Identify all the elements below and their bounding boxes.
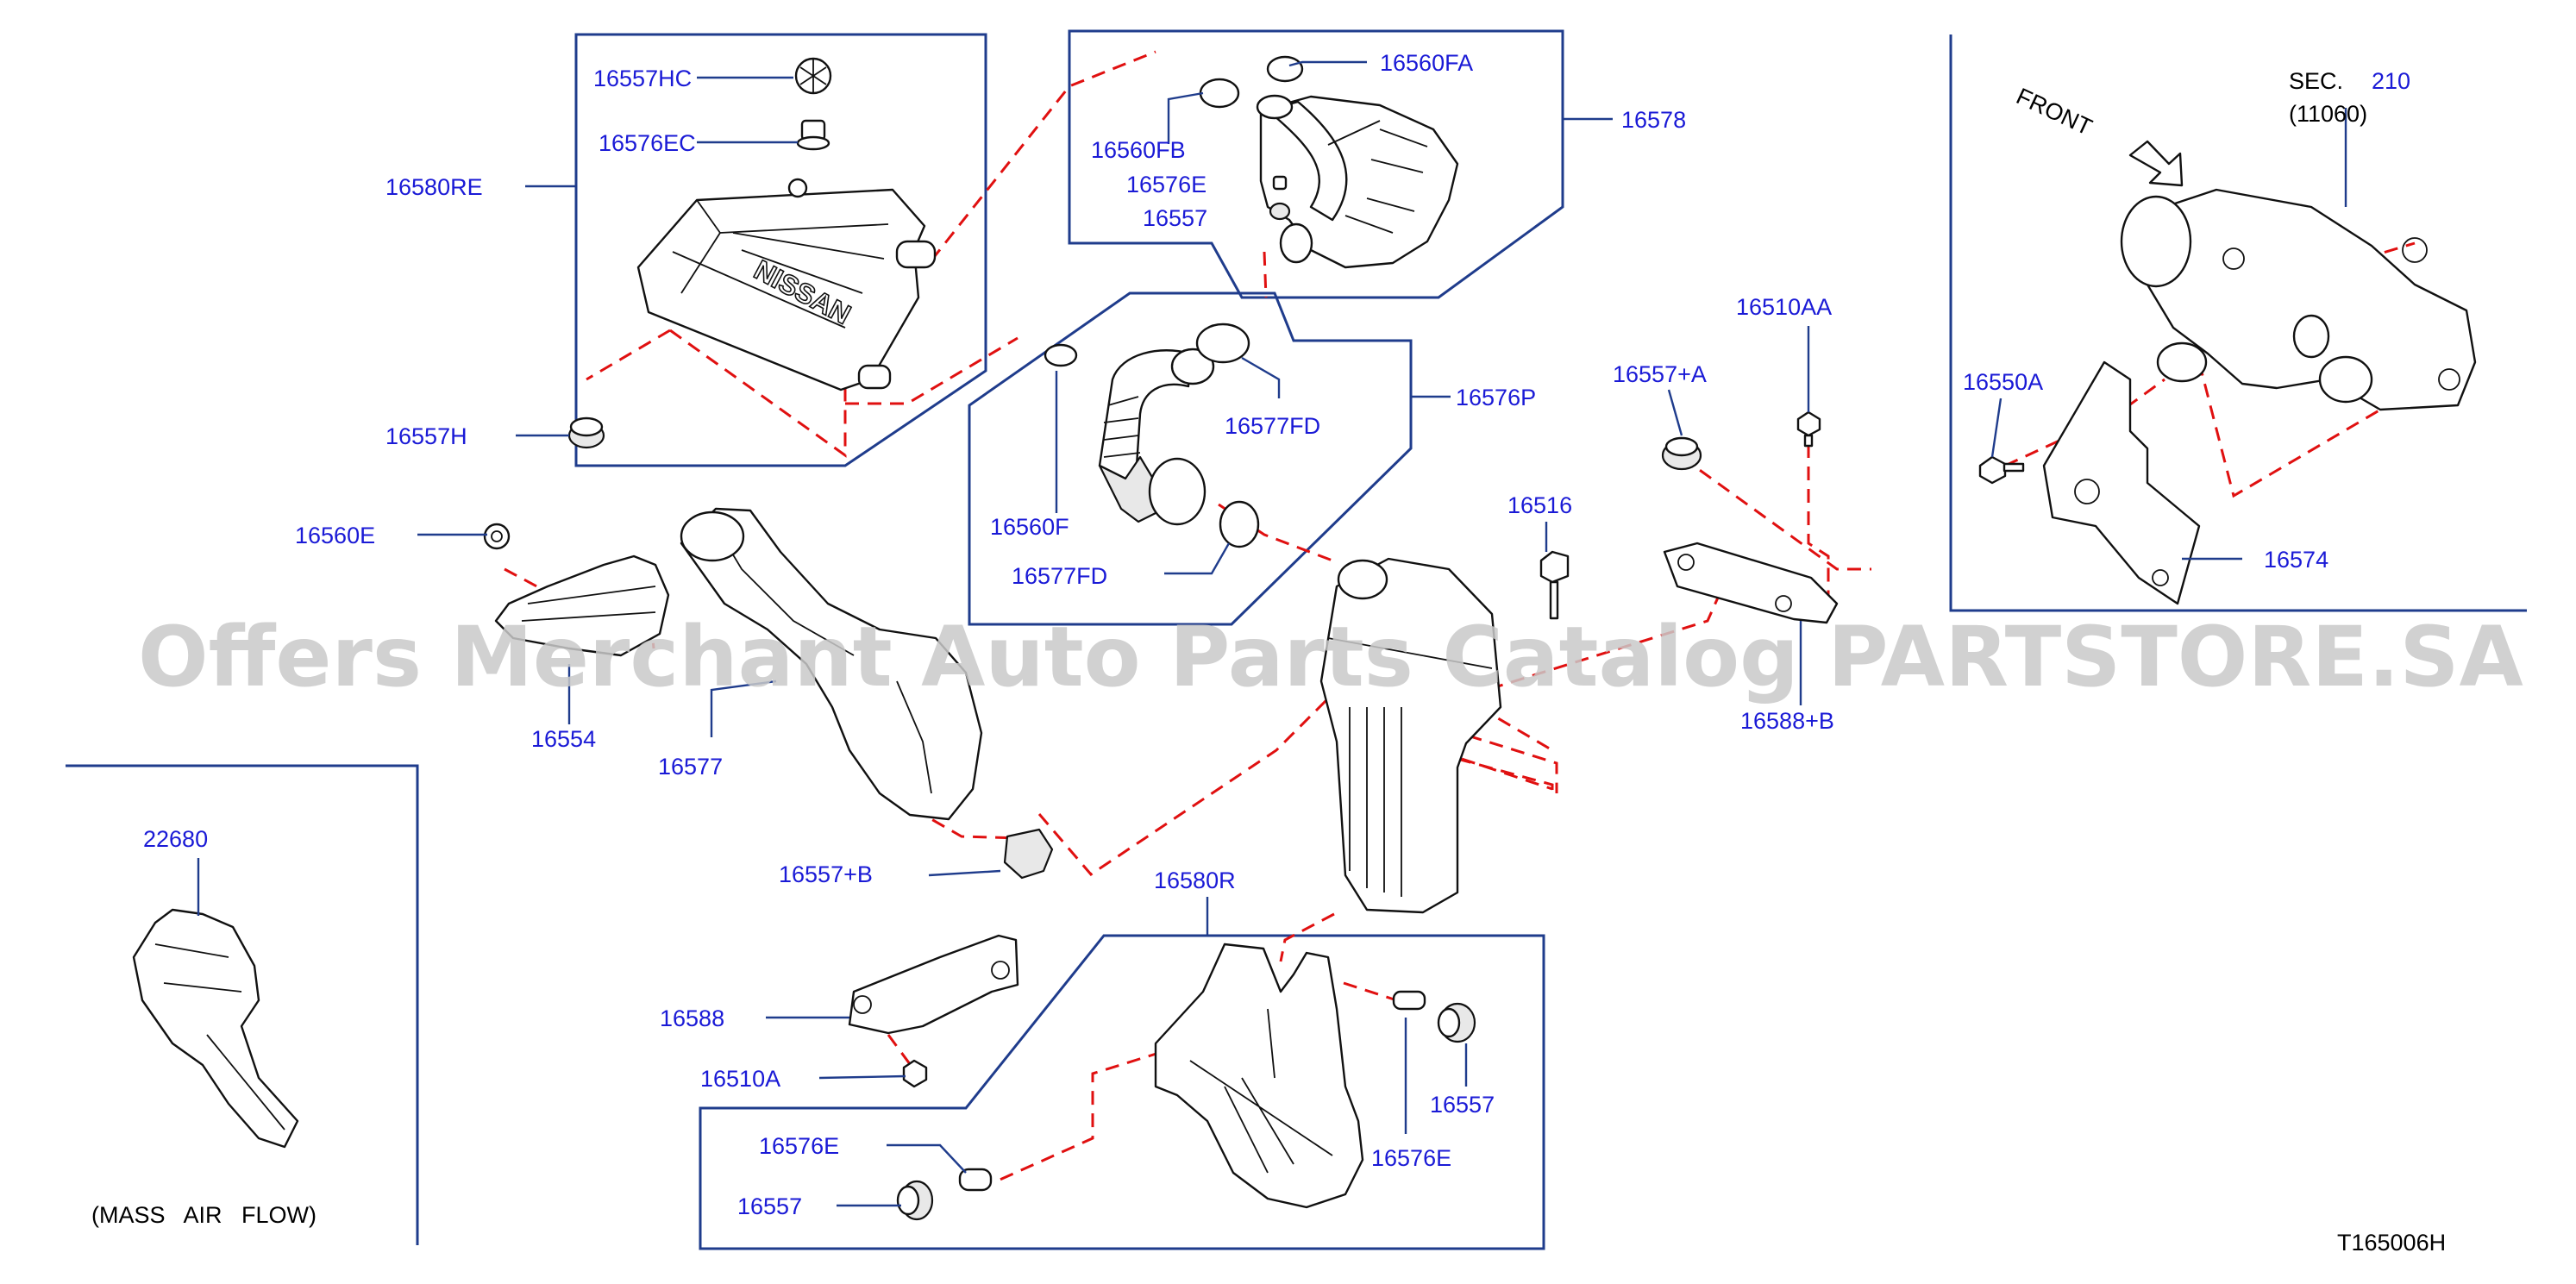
grommet-16557-top (1269, 202, 1291, 221)
part-label-16577[interactable]: 16577 (658, 754, 723, 780)
bolt-16516 (1539, 550, 1570, 620)
inlet-duct (1098, 348, 1215, 526)
part-label-16560E[interactable]: 16560E (295, 523, 375, 548)
front-arrow-icon (2128, 140, 2184, 187)
part-label-16576E-mid[interactable]: 16576E (1371, 1145, 1451, 1171)
air-cleaner-cover: NISSAN (636, 178, 937, 391)
part-label-16588B[interactable]: 16588+B (1740, 708, 1834, 734)
bolt-16510AA (1796, 410, 1821, 448)
frame-inlet-duct (968, 291, 1413, 626)
part-label-16560FA[interactable]: 16560FA (1380, 50, 1473, 76)
part-label-16516[interactable]: 16516 (1507, 492, 1572, 518)
front-label: FRONT (2012, 83, 2096, 140)
frame-air-cleaner-cover (574, 33, 987, 467)
maf-caption: (MASS AIR FLOW) (91, 1202, 317, 1228)
part-label-16557-right[interactable]: 16557 (1430, 1092, 1495, 1118)
part-label-16560F[interactable]: 16560F (990, 514, 1069, 540)
part-label-16560FB[interactable]: 16560FB (1091, 137, 1186, 163)
leader-lines (197, 60, 2347, 1207)
hose-clamp-16560FB (1199, 78, 1240, 109)
bracket-16588B (1663, 542, 1839, 624)
lower-resonator (1154, 943, 1364, 1209)
part-label-16578[interactable]: 16578 (1621, 107, 1686, 133)
grommet-16557-right (1437, 1002, 1476, 1043)
air-duct-16577 (680, 507, 983, 821)
section-number[interactable]: 210 (2372, 68, 2410, 94)
drawing-id: T165006H (2337, 1230, 2446, 1256)
part-label-16577FD-bot[interactable]: 16577FD (1012, 563, 1107, 589)
section-sub: (11060) (2289, 101, 2367, 127)
part-label-16510A[interactable]: 16510A (700, 1066, 780, 1092)
part-label-16557H[interactable]: 16557H (385, 423, 467, 449)
part-label-16580RE[interactable]: 16580RE (385, 174, 483, 200)
cover-clip-16557HC (794, 57, 832, 95)
grommet-16576E-top (1272, 175, 1288, 191)
part-label-22680[interactable]: 22680 (143, 826, 208, 852)
hose-clamp-16577FD-bot (1219, 500, 1260, 548)
heat-shield-16554 (494, 554, 670, 657)
part-label-16574[interactable]: 16574 (2264, 547, 2328, 573)
part-label-16576E-top[interactable]: 16576E (1126, 172, 1207, 197)
part-label-16557HC[interactable]: 16557HC (593, 66, 692, 91)
maf-sensor (132, 908, 299, 1149)
bracket-16574 (2042, 360, 2201, 605)
part-label-16588[interactable]: 16588 (660, 1005, 724, 1031)
grommet-16557B (1003, 828, 1054, 880)
hose-clamp-16560FA (1266, 55, 1304, 83)
hose-clamp-16560F (1044, 343, 1078, 367)
frame-resonator-hose (1068, 29, 1564, 299)
frame-section-ref (1949, 34, 2527, 612)
part-label-16510AA[interactable]: 16510AA (1736, 294, 1832, 320)
grommet-16557-bot (896, 1180, 934, 1221)
grommet-16557A (1661, 436, 1702, 471)
part-label-16557-top[interactable]: 16557 (1143, 205, 1207, 231)
section-prefix: SEC. (2289, 68, 2343, 94)
part-label-16554[interactable]: 16554 (531, 726, 596, 752)
bracket-16588 (848, 934, 1019, 1035)
air-cleaner-body (1319, 557, 1502, 914)
part-label-16557A[interactable]: 16557+A (1613, 361, 1707, 387)
part-label-16576P[interactable]: 16576P (1456, 385, 1536, 410)
grommet-16557H (567, 417, 605, 449)
part-label-16580R[interactable]: 16580R (1154, 867, 1236, 893)
part-label-16577FD-top[interactable]: 16577FD (1225, 413, 1320, 439)
part-label-16576E-bot[interactable]: 16576E (759, 1133, 839, 1159)
part-labels: 16557HC 16576EC 16580RE 16557H 16560FA 1… (143, 50, 2328, 1219)
watermark: Offers Merchant Auto Parts Catalog PARTS… (138, 609, 2523, 705)
resonator-hose (1256, 94, 1459, 269)
grommet-16576E-bot (958, 1168, 993, 1192)
part-label-16557B[interactable]: 16557+B (779, 861, 873, 887)
part-label-16557-bot[interactable]: 16557 (737, 1193, 802, 1219)
group-frames (66, 29, 2527, 1250)
section-ref-manifold (2120, 188, 2477, 411)
bolt-16510A (902, 1059, 928, 1088)
part-label-16576EC[interactable]: 16576EC (599, 130, 696, 156)
part-label-16550A[interactable]: 16550A (1963, 369, 2043, 395)
cover-grommet-16576EC (796, 119, 830, 151)
hose-clamp-16577FD-top (1195, 323, 1250, 364)
grommet-16576E-mid (1392, 990, 1426, 1011)
frame-resonator-lower (699, 934, 1545, 1250)
grommet-16560E (483, 523, 511, 550)
frame-maf (66, 764, 419, 1245)
